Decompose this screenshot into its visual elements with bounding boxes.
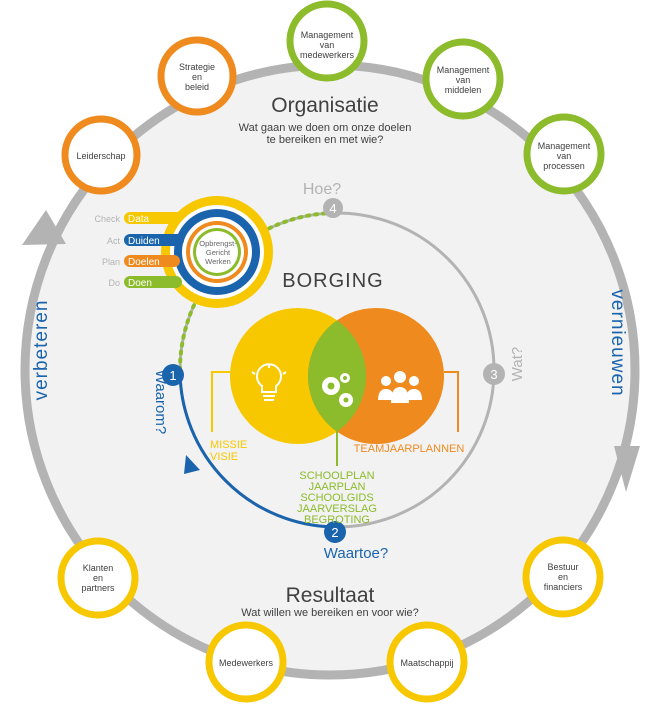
cycle-marker-1: 1: [162, 364, 184, 386]
lightbulb-icon: [251, 363, 287, 401]
node-strategie-en-beleid: Strategie en beleid: [157, 36, 237, 116]
blue-cycle-arrow: [184, 455, 200, 474]
marker-3-number: 3: [490, 367, 497, 382]
pdca-pill-doen-text: Doen: [128, 278, 152, 289]
node-mgmt-medewerkers-line1: Management: [301, 30, 354, 40]
pdca-target: Data Duiden Doelen Doen Check Act Plan D…: [94, 196, 273, 308]
resultaat-title: Resultaat: [286, 584, 375, 607]
visie-label: VISIE: [210, 451, 238, 463]
node-leiderschap: Leiderschap: [61, 115, 141, 195]
node-mgmt-processen-line3: processen: [543, 161, 585, 171]
doc-jaarverslag: JAARVERSLAG: [297, 503, 377, 515]
node-leiderschap-label: Leiderschap: [76, 151, 125, 161]
doc-schoolgids: SCHOOLGIDS: [300, 492, 373, 504]
organisatie-title: Organisatie: [271, 94, 378, 117]
ring-arrow-left: [22, 210, 66, 245]
gears-icon: [322, 373, 353, 407]
pdca-center-line1: Opbrengst-: [199, 239, 237, 248]
pdca-pill-duiden: [124, 234, 184, 246]
node-medewerkers: Medewerkers: [205, 621, 287, 703]
wat-label: Wat?: [509, 347, 526, 381]
venn-diagram: [230, 308, 444, 444]
node-bestuur-line1: Bestuur: [547, 562, 578, 572]
teamjaarplannen-connector: [444, 371, 459, 432]
marker-2-number: 2: [331, 525, 338, 540]
missie-label: MISSIE: [210, 439, 247, 451]
node-bestuur-en-financiers: Bestuur en financiers: [522, 536, 604, 618]
node-mgmt-middelen-line2: van: [456, 75, 471, 85]
node-maatschappij-label: Maatschappij: [400, 658, 453, 668]
node-mgmt-middelen-line3: middelen: [445, 85, 482, 95]
node-mgmt-middelen-line1: Management: [437, 65, 490, 75]
node-klanten-line1: Klanten: [83, 563, 114, 573]
ring-arrow-right: [614, 446, 640, 492]
node-strategie-line1: Strategie: [179, 62, 215, 72]
node-klanten-en-partners: Klanten en partners: [57, 537, 139, 619]
waartoe-label: Waartoe?: [324, 545, 388, 562]
node-medewerkers-label: Medewerkers: [219, 658, 274, 668]
node-management-middelen: Management van middelen: [422, 38, 504, 120]
node-bestuur-line3: financiers: [544, 582, 583, 592]
node-maatschappij: Maatschappij: [386, 621, 468, 703]
doc-begroting: BEGROTING: [304, 514, 370, 526]
teamjaarplannen-label: TEAMJAARPLANNEN: [354, 443, 465, 455]
hoe-label: Hoe?: [303, 181, 341, 198]
pdca-center-line2: Gericht: [206, 248, 231, 257]
node-klanten-line3: partners: [81, 583, 115, 593]
cycle-marker-4: 4: [323, 198, 343, 218]
pdca-step-do: Do: [108, 278, 120, 288]
organisatie-line2: te bereiken en met wie?: [267, 134, 384, 146]
node-klanten-line2: en: [93, 573, 103, 583]
pdca-step-check: Check: [94, 214, 120, 224]
resultaat-subtitle: Wat willen we bereiken en voor wie?: [241, 607, 419, 619]
node-mgmt-medewerkers-line3: medewerkers: [300, 50, 355, 60]
verbeteren-label: verbeteren: [31, 300, 52, 401]
pdca-center-line3: Werken: [205, 257, 231, 266]
missie-connector: [211, 371, 230, 432]
node-management-processen: Management van processen: [523, 113, 605, 195]
cycle-marker-2: 2: [324, 521, 346, 543]
node-bestuur-line2: en: [558, 572, 568, 582]
borging-title: BORGING: [282, 270, 383, 292]
node-mgmt-processen-line1: Management: [538, 141, 591, 151]
doc-jaarplan: JAARPLAN: [309, 481, 366, 493]
doc-schoolplan: SCHOOLPLAN: [299, 470, 374, 482]
node-strategie-line3: beleid: [185, 82, 209, 92]
waarom-label: Waarom?: [152, 370, 169, 434]
cycle-marker-3: 3: [483, 363, 505, 385]
pdca-pill-doelen: [124, 255, 180, 267]
pdca-pill-data-text: Data: [128, 214, 150, 225]
marker-1-number: 1: [169, 368, 176, 383]
venn-overlap: [308, 308, 366, 444]
node-management-medewerkers: Management van medewerkers: [286, 0, 368, 82]
node-mgmt-medewerkers-line2: van: [320, 40, 335, 50]
people-icon: [378, 371, 422, 403]
vernieuwen-label: vernieuwen: [607, 289, 628, 396]
pdca-pill-duiden-text: Duiden: [128, 236, 160, 247]
pdca-pill-data: [124, 212, 182, 224]
node-mgmt-processen-line2: van: [557, 151, 572, 161]
pdca-step-act: Act: [107, 236, 121, 246]
node-strategie-line2: en: [192, 72, 202, 82]
organisatie-line1: Wat gaan we doen om onze doelen: [239, 122, 412, 134]
pdca-step-plan: Plan: [102, 257, 120, 267]
marker-4-number: 4: [329, 201, 336, 216]
blue-cycle-path: [178, 371, 335, 529]
pdca-pill-doen: [124, 276, 182, 288]
pdca-pill-doelen-text: Doelen: [128, 257, 160, 268]
